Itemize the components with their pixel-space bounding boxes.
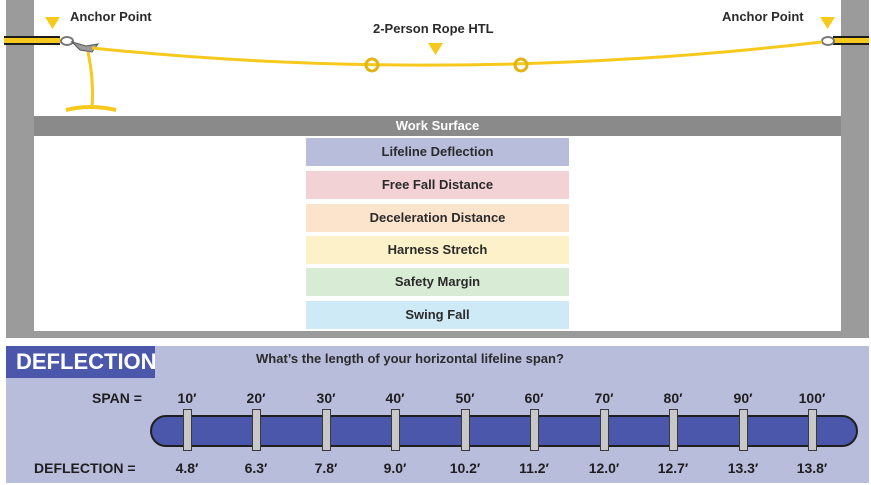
span-tick — [530, 409, 539, 451]
distance-label: Swing Fall — [405, 307, 470, 322]
distance-box: Swing Fall — [306, 301, 569, 329]
deflection-panel: DEFLECTION What’s the length of your hor… — [6, 346, 869, 483]
left-pillar — [6, 0, 34, 338]
span-tick — [739, 409, 748, 451]
floor — [6, 331, 869, 338]
deflection-value: 13.8′ — [796, 460, 828, 476]
deflection-tab: DEFLECTION — [6, 346, 157, 378]
rope-line — [91, 40, 823, 67]
span-value: 80′ — [663, 390, 683, 406]
span-row-label: SPAN = — [92, 390, 142, 406]
right-pillar — [841, 0, 869, 338]
distance-label: Deceleration Distance — [369, 210, 506, 225]
span-value: 40′ — [385, 390, 405, 406]
deflection-value: 4.8′ — [175, 460, 199, 476]
distance-box: Deceleration Distance — [306, 204, 569, 232]
span-value: 20′ — [246, 390, 266, 406]
deflection-value: 7.8′ — [314, 460, 338, 476]
deflection-value: 9.0′ — [383, 460, 407, 476]
span-value: 100′ — [798, 390, 826, 406]
deflection-value: 12.7′ — [657, 460, 689, 476]
rope-label: 2-Person Rope HTL — [373, 21, 494, 36]
distance-label: Lifeline Deflection — [381, 144, 494, 159]
span-tick — [252, 409, 261, 451]
span-value: 70′ — [594, 390, 614, 406]
span-question: What’s the length of your horizontal lif… — [256, 351, 564, 366]
span-tick — [669, 409, 678, 451]
anchor-marker-icon — [45, 17, 60, 29]
deflection-value: 13.3′ — [727, 460, 759, 476]
rope-tail — [86, 51, 94, 109]
distance-label: Safety Margin — [394, 274, 481, 289]
span-tick — [391, 409, 400, 451]
ring-icon — [364, 57, 380, 73]
anchor-label-left: Anchor Point — [70, 9, 152, 24]
distance-label: Free Fall Distance — [381, 177, 494, 192]
span-value: 50′ — [455, 390, 475, 406]
distance-box: Safety Margin — [306, 268, 569, 296]
rope-coil — [65, 105, 117, 112]
span-tick — [322, 409, 331, 451]
deflection-value: 6.3′ — [244, 460, 268, 476]
anchor-label-right: Anchor Point — [722, 9, 804, 24]
span-value: 90′ — [733, 390, 753, 406]
deflection-value: 12.0′ — [588, 460, 620, 476]
distance-box: Lifeline Deflection — [306, 138, 569, 166]
distance-label: Harness Stretch — [387, 242, 488, 257]
anchor-marker-icon — [820, 17, 835, 29]
span-value: 60′ — [524, 390, 544, 406]
distance-box: Harness Stretch — [306, 236, 569, 264]
rope-diagram — [4, 17, 869, 112]
span-tick — [600, 409, 609, 451]
rope-marker-icon — [428, 43, 443, 55]
deflection-value: 10.2′ — [449, 460, 481, 476]
deflection-value: 11.2′ — [519, 460, 549, 476]
span-value: 30′ — [316, 390, 336, 406]
deflection-row-label: DEFLECTION = — [34, 460, 136, 476]
span-value: 10′ — [177, 390, 197, 406]
right-carabiner — [821, 36, 835, 46]
work-surface: Work Surface — [34, 116, 841, 136]
distance-box: Free Fall Distance — [306, 171, 569, 199]
left-carabiner — [60, 36, 74, 46]
ring-icon — [513, 57, 529, 73]
span-tick — [183, 409, 192, 451]
span-tick — [808, 409, 817, 451]
span-tick — [461, 409, 470, 451]
